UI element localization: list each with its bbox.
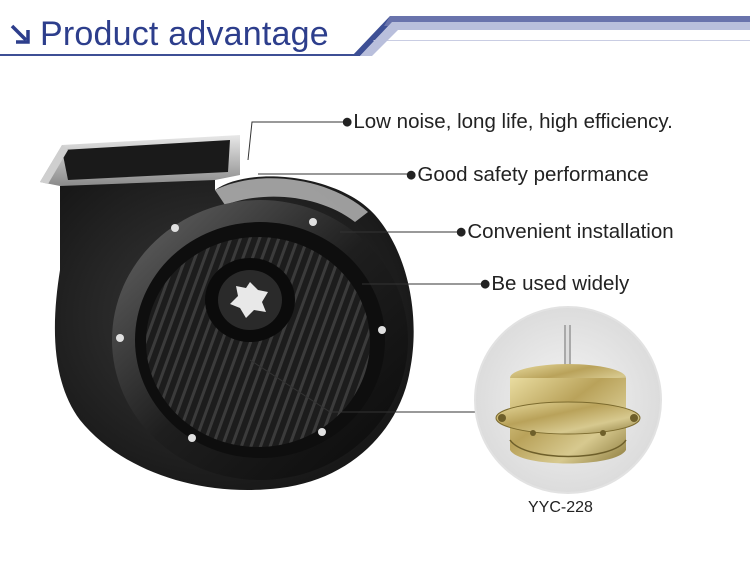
blower-housing [40, 135, 414, 491]
page-title: Product advantage [40, 15, 329, 53]
feature-item-safety: ●Good safety performance [405, 163, 649, 186]
header-banner [0, 16, 750, 56]
feature-item-used-widely: ●Be used widely [479, 272, 630, 295]
leader-lines [247, 121, 484, 413]
feature-item-low-noise: ●Low noise, long life, high efficiency. [341, 110, 673, 133]
motor-image [474, 306, 662, 494]
header-bar: Product advantage [0, 0, 750, 60]
feature-item-installation: ●Convenient installation [455, 220, 674, 243]
product-illustration [40, 121, 662, 494]
arrow-down-right-icon [10, 24, 30, 44]
motor-caption: YYC-228 [528, 499, 593, 516]
